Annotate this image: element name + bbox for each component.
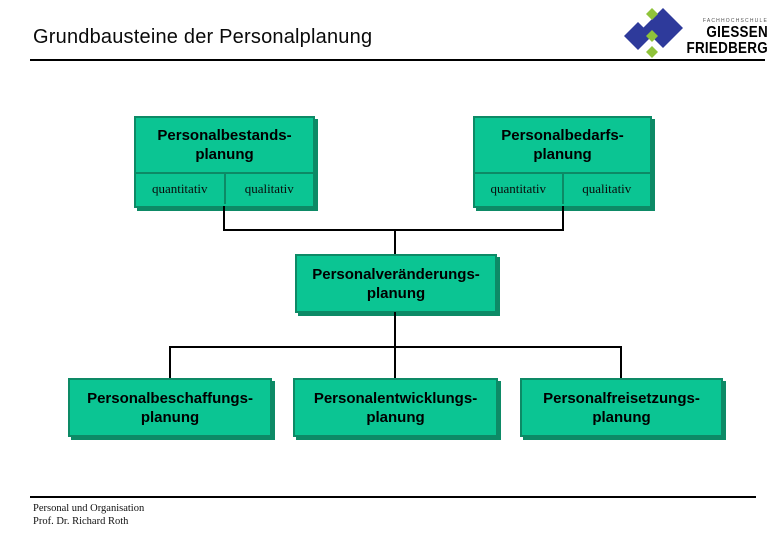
box-label: planung bbox=[533, 146, 592, 163]
box-personalbeschaffungsplanung: Personalbeschaffungs- planung bbox=[68, 378, 272, 437]
box-personalfreisetzungsplanung: Personalfreisetzungs- planung bbox=[520, 378, 723, 437]
page-title: Grundbausteine der Personalplanung bbox=[33, 26, 373, 48]
box-label: planung bbox=[592, 408, 651, 426]
box-label: planung bbox=[366, 408, 425, 426]
box-label: planung bbox=[366, 284, 426, 302]
box-label: planung bbox=[140, 408, 200, 426]
box-label: Personalbedarfs- bbox=[501, 127, 624, 144]
cell-qualitativ: qualitativ bbox=[223, 174, 314, 204]
footer: Personal und Organisation Prof. Dr. Rich… bbox=[33, 502, 144, 528]
logo-diamonds-icon bbox=[623, 6, 685, 67]
box-label: Personalentwicklungs- bbox=[313, 389, 478, 407]
connector-line bbox=[394, 229, 396, 255]
connector-line bbox=[223, 206, 225, 230]
logo-name-line1: GIESSEN bbox=[706, 24, 768, 41]
box-personalveraenderungsplanung: Personalveränderungs- planung bbox=[295, 254, 497, 313]
box-label: planung bbox=[195, 146, 254, 163]
box-personalbedarfsplanung: Personalbedarfs- planung quantitativ qua… bbox=[473, 116, 652, 208]
cell-qualitativ: qualitativ bbox=[561, 174, 651, 204]
footer-divider bbox=[30, 496, 756, 498]
cell-quantitativ: quantitativ bbox=[151, 181, 208, 196]
title-underline bbox=[30, 59, 765, 61]
connector-line bbox=[223, 229, 564, 231]
box-personalentwicklungsplanung: Personalentwicklungs- planung bbox=[293, 378, 498, 437]
footer-course: Personal und Organisation bbox=[33, 503, 145, 514]
logo: FACHHOCHSCHULE GIESSEN FRIEDBERG bbox=[623, 6, 768, 67]
logo-tiny-label: FACHHOCHSCHULE bbox=[702, 18, 768, 24]
logo-text: FACHHOCHSCHULE GIESSEN FRIEDBERG bbox=[671, 18, 768, 57]
connector-line bbox=[620, 346, 622, 379]
connector-line bbox=[394, 312, 396, 347]
box-personalbestandsplanung: Personalbestands- planung quantitativ qu… bbox=[134, 116, 315, 208]
logo-name-line2: FRIEDBERG bbox=[686, 40, 768, 57]
connector-line bbox=[169, 346, 171, 379]
box-label: Personalfreisetzungs- bbox=[543, 389, 700, 407]
connector-line bbox=[562, 206, 564, 230]
box-label: Personalveränderungs- bbox=[312, 265, 480, 283]
box-label: Personalbeschaffungs- bbox=[87, 389, 253, 407]
cell-quantitativ: quantitativ bbox=[490, 181, 547, 196]
connector-line bbox=[394, 346, 396, 379]
box-label: Personalbestands- bbox=[157, 127, 292, 144]
footer-author: Prof. Dr. Richard Roth bbox=[33, 516, 129, 527]
